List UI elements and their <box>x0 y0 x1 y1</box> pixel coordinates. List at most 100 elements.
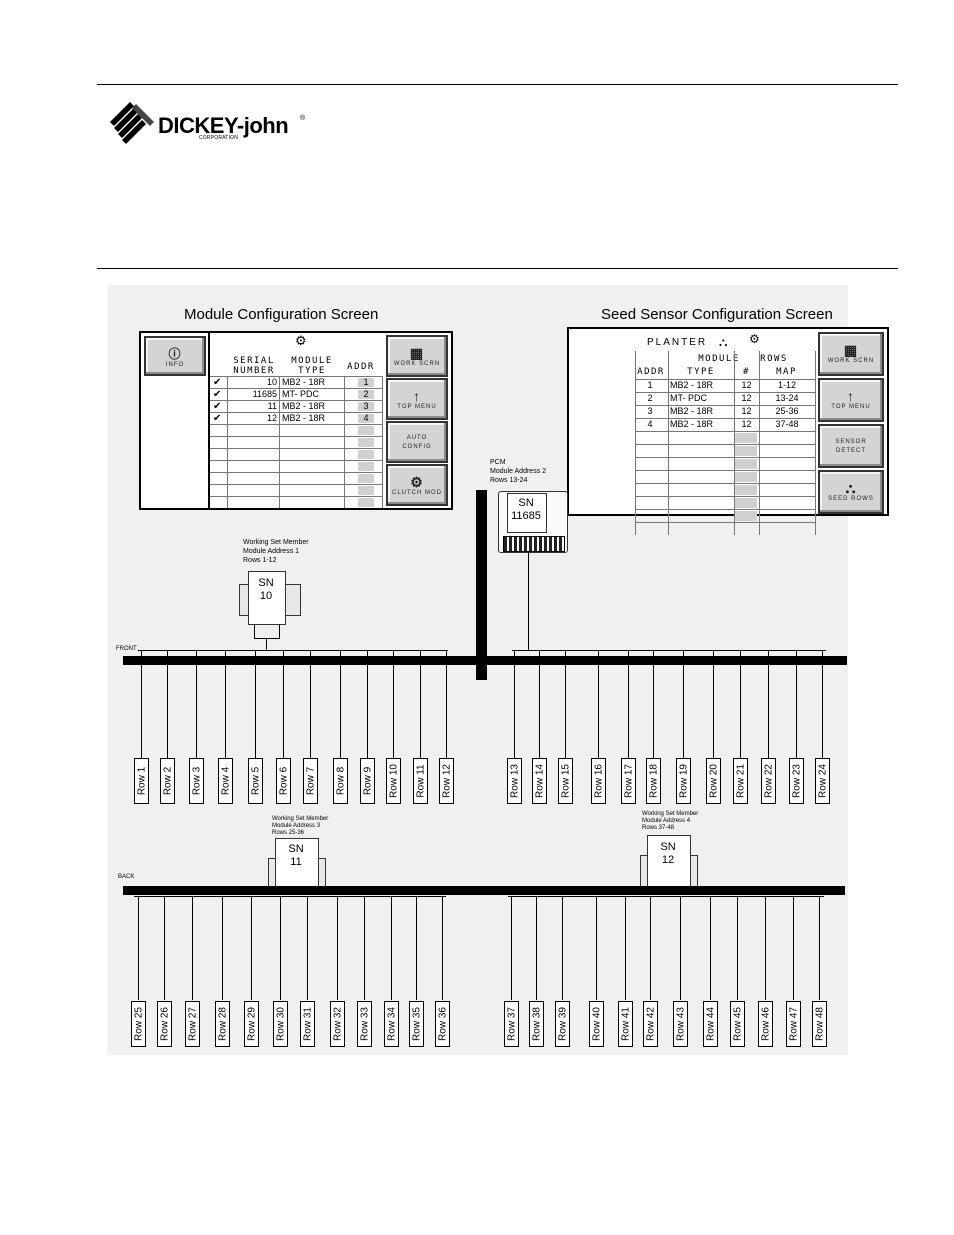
row-label: Row 32 <box>332 1007 343 1041</box>
front-row-box: Row 14 <box>532 758 547 804</box>
front-row-wire <box>598 650 599 758</box>
registered-mark: ® <box>300 115 306 122</box>
row-label: Row 11 <box>415 764 426 798</box>
module4-address: Module Address 4 <box>642 818 691 824</box>
back-row-wire <box>680 896 681 1000</box>
back-row-wire <box>280 896 281 1000</box>
front-row-box: Row 15 <box>558 758 573 804</box>
brand-name: DICKEY-john <box>158 113 289 138</box>
front-harness <box>512 650 826 651</box>
clutch-mod-label: CLUTCH MOD <box>392 490 442 496</box>
pcm-connector <box>503 536 565 552</box>
front-row-wire <box>653 650 654 758</box>
map-cell: 37-48 <box>775 419 799 429</box>
module-table-divider <box>279 376 280 508</box>
info-button[interactable]: ⓘ INFO <box>144 336 206 376</box>
front-row-box: Row 9 <box>360 758 375 804</box>
row-label: Row 34 <box>386 1007 397 1041</box>
back-row-box: Row 46 <box>758 1001 773 1047</box>
type-cell: MT- PDC <box>670 393 707 403</box>
wrench-icon: ⚙ <box>295 333 307 348</box>
pcm-address: Module Address 2 <box>490 468 547 475</box>
back-row-box: Row 34 <box>384 1001 399 1047</box>
brand-sub: CORPORATION <box>199 135 239 141</box>
seed-rows-button[interactable]: ⛬ SEED ROWS <box>818 470 884 514</box>
serial-cell: 12 <box>266 413 277 423</box>
sensor-detect-button[interactable]: SENSOR DETECT <box>818 424 884 468</box>
addr-cell <box>358 426 374 435</box>
grid-icon: ▦ <box>409 345 425 361</box>
num-cell: 12 <box>741 406 752 416</box>
front-row-wire <box>196 650 197 758</box>
col-module-header: MODULE <box>698 354 740 364</box>
back-row-box: Row 43 <box>673 1001 688 1047</box>
top-menu-button[interactable]: ↑ TOP MENU <box>818 378 884 422</box>
front-row-box: Row 12 <box>439 758 454 804</box>
pcm-riser <box>476 490 487 680</box>
front-row-wire <box>713 650 714 758</box>
row-label: Row 8 <box>335 766 346 796</box>
back-row-box: Row 31 <box>300 1001 315 1047</box>
row-label: Row 7 <box>305 766 316 796</box>
check-icon: ✔ <box>213 377 222 388</box>
row-label: Row 26 <box>159 1007 170 1041</box>
top-menu-button[interactable]: ↑ TOP MENU <box>386 378 448 420</box>
back-row-wire <box>562 896 563 1000</box>
row-label: Row 19 <box>678 764 689 798</box>
back-row-box: Row 29 <box>244 1001 259 1047</box>
num-cell <box>735 498 757 508</box>
front-row-box: Row 10 <box>386 758 401 804</box>
back-row-wire <box>793 896 794 1000</box>
row-label: Row 47 <box>788 1007 799 1041</box>
addr-value: 3 <box>363 401 369 411</box>
num-cell <box>735 511 757 521</box>
wrench-icon: ⚙ <box>749 332 760 346</box>
back-row-wire <box>364 896 365 1000</box>
module-table-row <box>210 424 382 437</box>
seed-table-divider <box>635 351 636 535</box>
back-label: BACK <box>118 874 135 880</box>
addr-cell <box>358 486 374 495</box>
num-cell <box>735 459 757 469</box>
row-label: Row 22 <box>763 764 774 798</box>
pcm-sn-number: 11685 <box>511 510 541 522</box>
col-serial-header: SERIAL NUMBER <box>233 356 275 376</box>
module-table-row <box>210 460 382 473</box>
addr-cell: 3 <box>647 406 653 416</box>
front-row-wire <box>446 650 447 758</box>
work-screen-button[interactable]: ▦ WORK SCRN <box>818 332 884 376</box>
row-label: Row 36 <box>437 1007 448 1041</box>
row-label: Row 1 <box>136 766 147 796</box>
row-label: Row 21 <box>735 764 746 798</box>
addr-cell <box>358 474 374 483</box>
type-cell: MB2 - 18R <box>282 377 326 387</box>
seed-rows-label: SEED ROWS <box>828 496 874 502</box>
module1-face <box>248 571 286 625</box>
type-cell: MB2 - 18R <box>282 401 326 411</box>
seed-table-row <box>635 379 815 393</box>
front-row-wire <box>340 650 341 758</box>
addr-cell <box>358 450 374 459</box>
row-label: Row 6 <box>278 766 289 796</box>
module4-sn-number: 12 <box>661 854 675 866</box>
clutch-mod-button[interactable]: ⚙ CLUTCH MOD <box>386 464 448 506</box>
work-screen-button[interactable]: ▦ WORK SCRN <box>386 335 448 377</box>
front-row-box: Row 1 <box>134 758 149 804</box>
top-menu-label: TOP MENU <box>831 404 871 410</box>
row-label: Row 48 <box>814 1007 825 1041</box>
back-row-box: Row 30 <box>273 1001 288 1047</box>
back-row-wire <box>596 896 597 1000</box>
module1-rows: Rows 1-12 <box>243 557 277 564</box>
back-row-wire <box>819 896 820 1000</box>
seed-table-divider <box>668 351 669 535</box>
pcm-label: PCM <box>490 459 506 466</box>
back-row-wire <box>625 896 626 1000</box>
col-type-header: MODULE TYPE <box>291 356 333 376</box>
row-label: Row 14 <box>534 764 545 798</box>
addr-cell <box>358 462 374 471</box>
map-cell: 1-12 <box>777 380 796 390</box>
row-label: Row 3 <box>191 766 202 796</box>
module1-connector <box>254 624 280 639</box>
auto-config-button[interactable]: AUTO CONFIG <box>386 421 448 463</box>
module3-annotation: Working Set Member Module Address 3 Rows… <box>272 816 328 837</box>
